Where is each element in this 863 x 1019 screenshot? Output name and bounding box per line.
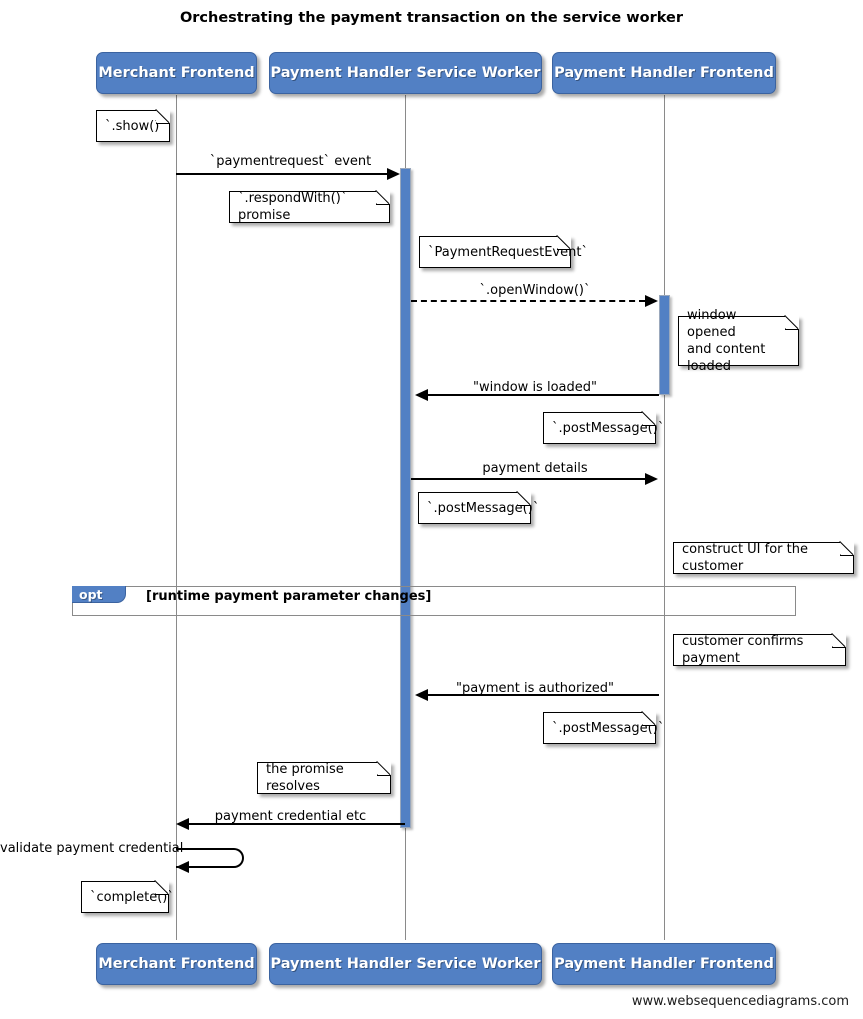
- participant-footer-payment-handler-frontend[interactable]: Payment Handler Frontend: [552, 943, 776, 985]
- note-fold-corner-icon: [557, 235, 571, 250]
- fragment-opt-guard: [runtime payment parameter changes]: [146, 589, 431, 604]
- note-postmessage-1-text: `.postMessage()`: [552, 420, 665, 436]
- message-line-window-is-loaded: [428, 394, 659, 396]
- message-label-payment-authorized: "payment is authorized": [455, 681, 615, 696]
- note-paymentrequestevent-text: `PaymentRequestEvent`: [428, 244, 588, 260]
- note-window-opened-text: window opened and content loaded: [687, 308, 766, 374]
- participant-header-merchant[interactable]: Merchant Frontend: [96, 52, 257, 94]
- note-fold-corner-icon: [832, 633, 846, 648]
- message-label-paymentrequest: `paymentrequest` event: [209, 154, 372, 169]
- message-label-payment-details: payment details: [482, 461, 588, 476]
- note-postmessage-1: `.postMessage()`: [543, 411, 664, 444]
- participant-footer-payment-handler-frontend-label: Payment Handler Frontend: [554, 956, 774, 972]
- participant-header-service-worker-label: Payment Handler Service Worker: [270, 65, 541, 81]
- note-promise-resolves-text: the promise resolves: [266, 762, 344, 794]
- message-arrowhead-window-is-loaded: [415, 389, 428, 401]
- message-arrowhead-validate-credential: [176, 861, 189, 873]
- message-label-validate-credential: validate payment credential: [0, 841, 184, 856]
- note-complete-text: `complete()`: [90, 889, 174, 905]
- note-customer-confirms: customer confirms payment: [673, 633, 846, 666]
- participant-header-payment-handler-frontend[interactable]: Payment Handler Frontend: [552, 52, 776, 94]
- note-fold-corner-icon: [517, 491, 531, 506]
- note-construct-ui: construct UI for the customer: [673, 541, 854, 574]
- fragment-opt-operator: opt: [79, 586, 103, 602]
- message-arrowhead-payment-details: [645, 473, 658, 485]
- note-construct-ui-text: construct UI for the customer: [682, 542, 808, 574]
- message-line-openwindow: [411, 300, 645, 302]
- message-arrowhead-payment-credential: [176, 818, 189, 830]
- note-postmessage-2: `.postMessage()`: [418, 491, 539, 524]
- participant-header-payment-handler-frontend-label: Payment Handler Frontend: [554, 65, 774, 81]
- note-postmessage-3-text: `.postMessage()`: [552, 720, 665, 736]
- lifeline-merchant: [176, 95, 177, 940]
- participant-header-merchant-label: Merchant Frontend: [98, 65, 255, 81]
- note-complete: `complete()`: [81, 880, 174, 913]
- message-line-payment-details: [411, 478, 645, 480]
- message-label-openwindow: `.openWindow()`: [479, 283, 591, 298]
- message-selfloop-validate-credential: [176, 848, 244, 868]
- participant-footer-merchant-label: Merchant Frontend: [98, 956, 255, 972]
- participant-header-service-worker[interactable]: Payment Handler Service Worker: [269, 52, 542, 94]
- activation-bar-service-worker: [400, 168, 411, 828]
- note-fold-corner-icon: [377, 761, 391, 776]
- note-fold-corner-icon: [155, 880, 169, 895]
- message-line-paymentrequest: [176, 173, 388, 175]
- message-label-window-is-loaded: "window is loaded": [473, 380, 597, 395]
- note-fold-corner-icon: [156, 109, 170, 124]
- note-fold-corner-icon: [785, 315, 799, 330]
- note-show-text: `.show()`: [105, 118, 166, 134]
- note-respondwith-promise-text: `.respondWith()` promise: [238, 191, 348, 223]
- fragment-opt-guard-label: [runtime payment parameter changes]: [146, 589, 432, 604]
- participant-footer-merchant[interactable]: Merchant Frontend: [96, 943, 257, 985]
- note-fold-corner-icon: [642, 711, 656, 726]
- page-title: Orchestrating the payment transaction on…: [179, 10, 684, 26]
- message-line-payment-credential: [189, 823, 405, 825]
- participant-footer-service-worker-label: Payment Handler Service Worker: [270, 956, 541, 972]
- note-fold-corner-icon: [840, 541, 854, 556]
- message-line-payment-authorized: [428, 694, 659, 696]
- note-window-opened: window opened and content loaded: [678, 308, 799, 374]
- message-label-payment-credential: payment credential etc: [214, 809, 367, 824]
- message-arrowhead-openwindow: [645, 295, 658, 307]
- message-arrowhead-paymentrequest: [387, 168, 400, 180]
- note-postmessage-2-text: `.postMessage()`: [427, 500, 540, 516]
- note-respondwith-promise: `.respondWith()` promise: [229, 190, 390, 223]
- footer-credit-link[interactable]: www.websequencediagrams.com: [631, 994, 849, 1009]
- participant-footer-service-worker[interactable]: Payment Handler Service Worker: [269, 943, 542, 985]
- note-promise-resolves: the promise resolves: [257, 761, 391, 794]
- note-postmessage-3: `.postMessage()`: [543, 711, 664, 744]
- note-paymentrequestevent: `PaymentRequestEvent`: [419, 235, 588, 268]
- note-customer-confirms-text: customer confirms payment: [682, 634, 804, 666]
- message-arrowhead-payment-authorized: [415, 689, 428, 701]
- note-fold-corner-icon: [642, 411, 656, 426]
- note-fold-corner-icon: [376, 190, 390, 205]
- fragment-opt-tab: opt: [72, 586, 126, 603]
- activation-bar-payment-handler-frontend: [659, 295, 670, 395]
- lifeline-payment-handler-frontend: [664, 95, 665, 940]
- note-show: `.show()`: [96, 109, 170, 142]
